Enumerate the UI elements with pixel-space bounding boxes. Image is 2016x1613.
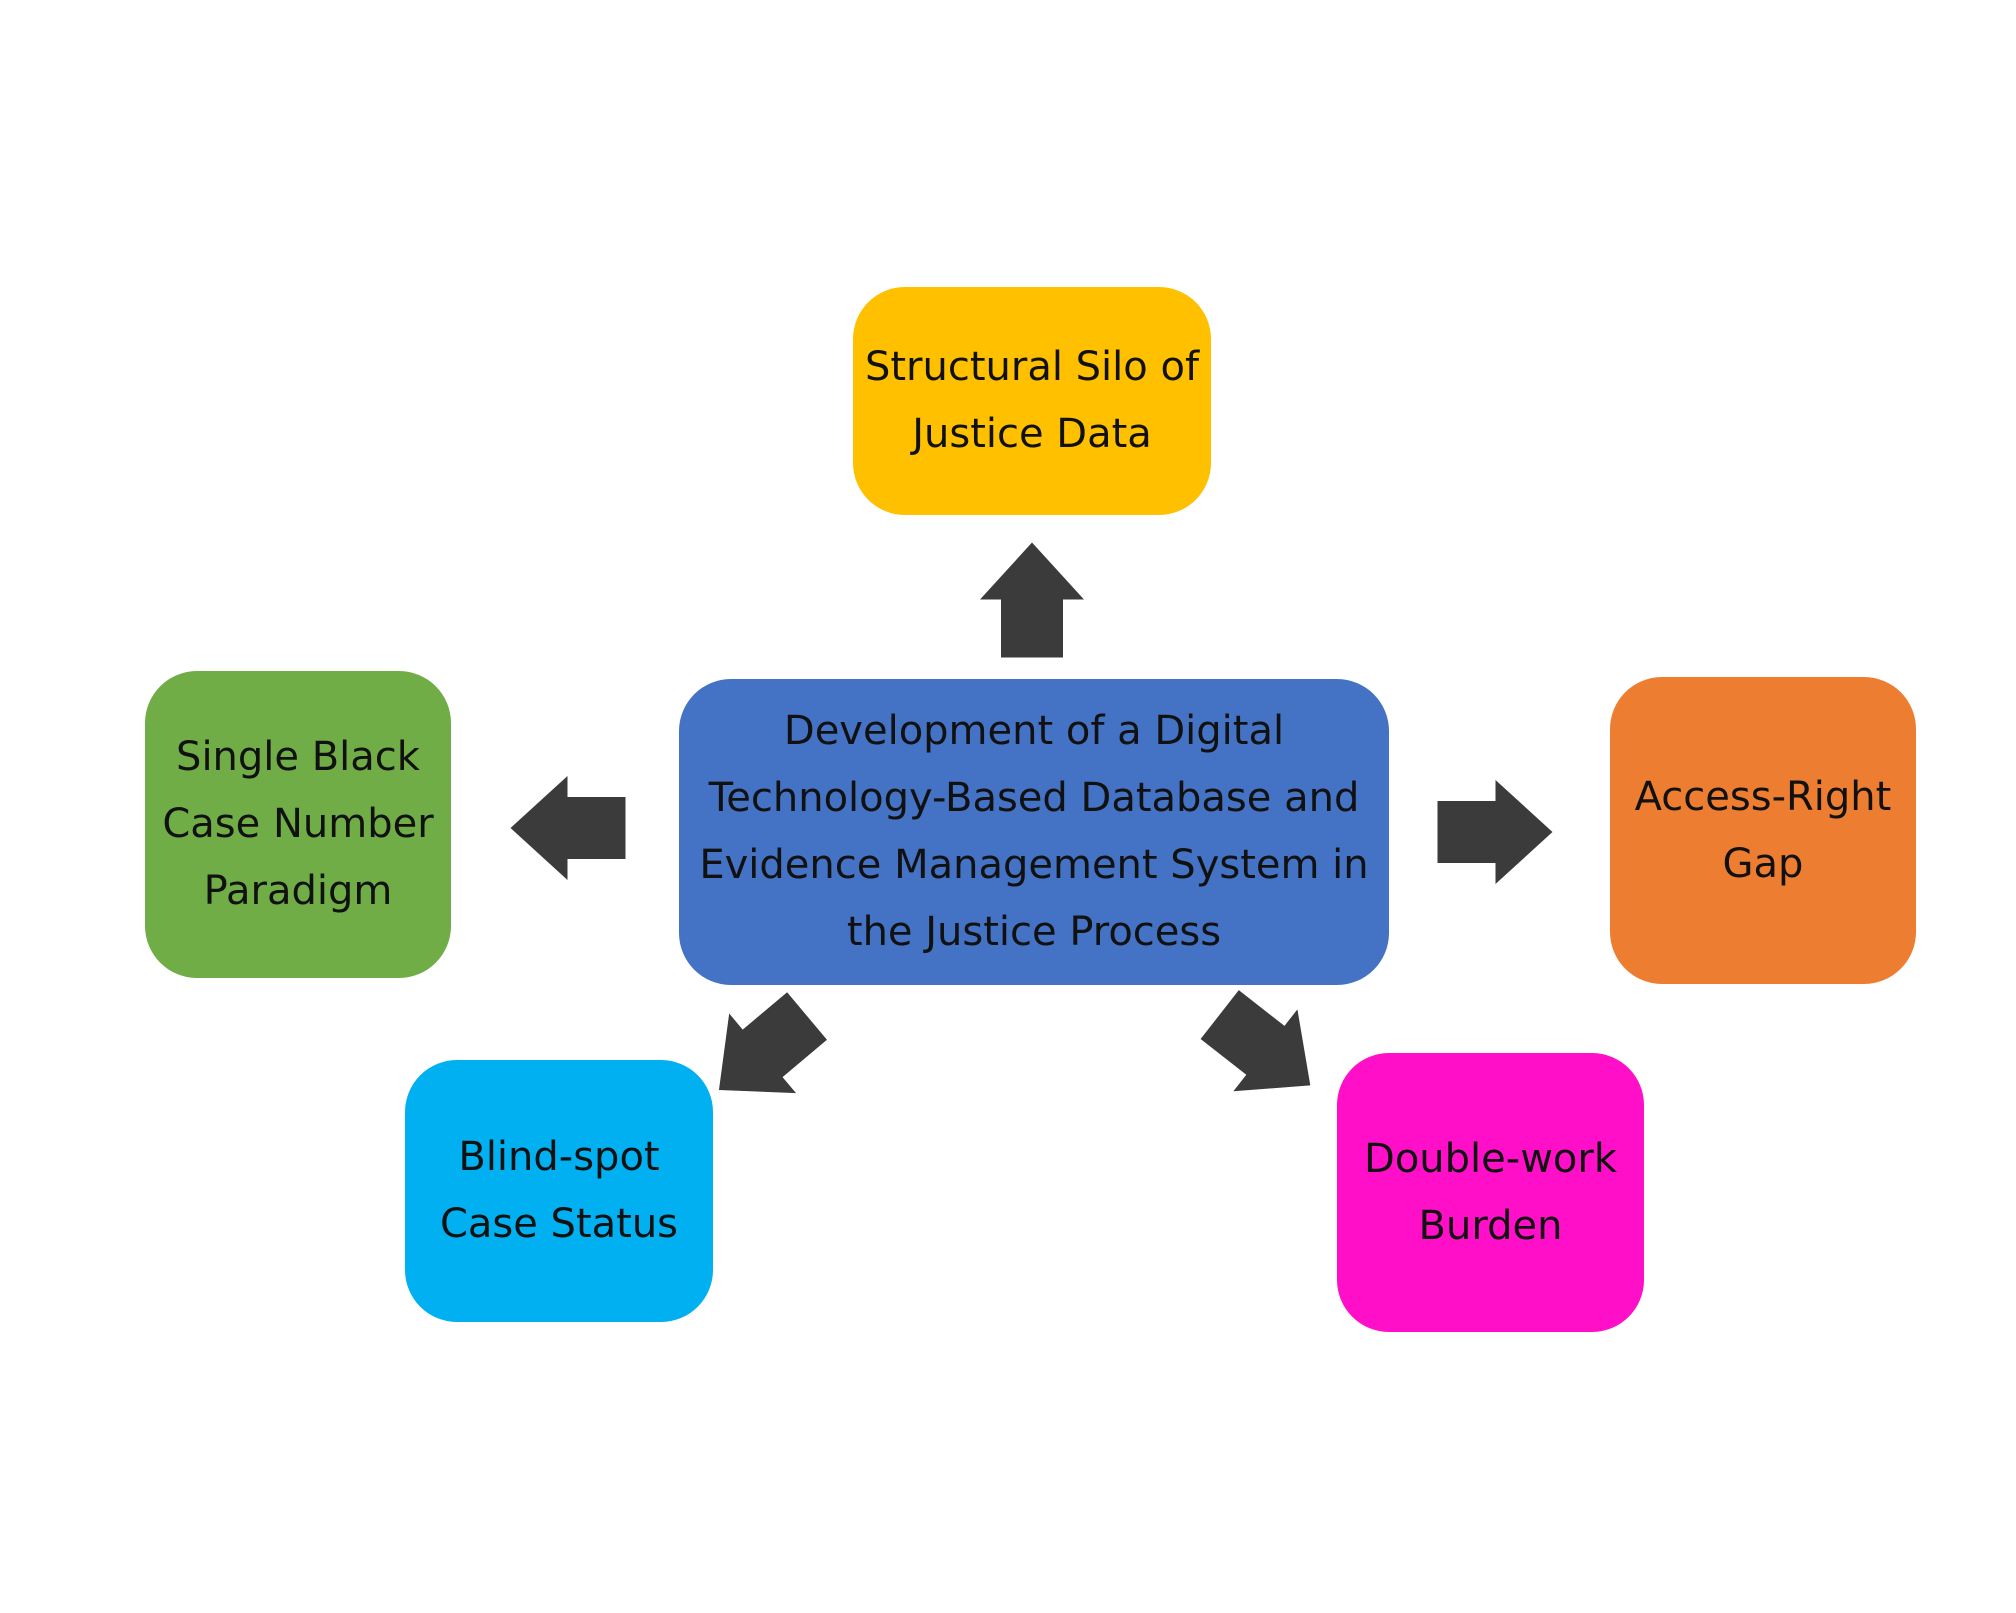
top-node-text: Structural Silo of Justice Data xyxy=(865,334,1199,468)
left-node-text: Single Black Case Number Paradigm xyxy=(162,724,433,925)
top-node: Structural Silo of Justice Data xyxy=(853,287,1211,515)
left-line-1: Single Black xyxy=(176,734,420,780)
center-line-3: Evidence Management System in xyxy=(699,842,1369,888)
right-line-1: Access-Right xyxy=(1634,773,1892,820)
arrow-down-left xyxy=(718,992,827,1094)
arrow-down-right xyxy=(1200,990,1311,1092)
arrow-right xyxy=(1437,780,1553,884)
bottom-right-node-text: Double-work Burden xyxy=(1364,1126,1617,1260)
bottom-right-node: Double-work Burden xyxy=(1337,1053,1644,1332)
center-node: Development of a Digital Technology-Base… xyxy=(679,679,1389,985)
right-line-2: Gap xyxy=(1722,840,1804,887)
center-node-text: Development of a Digital Technology-Base… xyxy=(699,698,1368,966)
bottom-left-node-text: Blind-spot Case Status xyxy=(440,1124,678,1258)
top-line-1: Structural Silo of xyxy=(864,344,1200,390)
center-line-2: Technology-Based Database and xyxy=(708,775,1360,821)
arrow-up xyxy=(980,542,1084,658)
bottom-left-line-2: Case Status xyxy=(439,1201,679,1247)
right-node: Access-Right Gap xyxy=(1610,677,1916,984)
left-line-2: Case Number xyxy=(162,801,434,847)
bottom-left-node: Blind-spot Case Status xyxy=(405,1060,713,1322)
arrow-left xyxy=(510,776,626,880)
left-line-3: Paradigm xyxy=(203,868,393,914)
bottom-right-line-1: Double-work xyxy=(1364,1135,1617,1182)
right-node-text: Access-Right Gap xyxy=(1635,764,1892,898)
center-line-1: Development of a Digital xyxy=(783,708,1285,754)
center-line-4: the Justice Process xyxy=(846,909,1222,955)
top-line-2: Justice Data xyxy=(912,411,1152,457)
bottom-left-line-1: Blind-spot xyxy=(458,1134,660,1180)
bottom-right-line-2: Burden xyxy=(1418,1202,1563,1249)
left-node: Single Black Case Number Paradigm xyxy=(145,671,451,978)
